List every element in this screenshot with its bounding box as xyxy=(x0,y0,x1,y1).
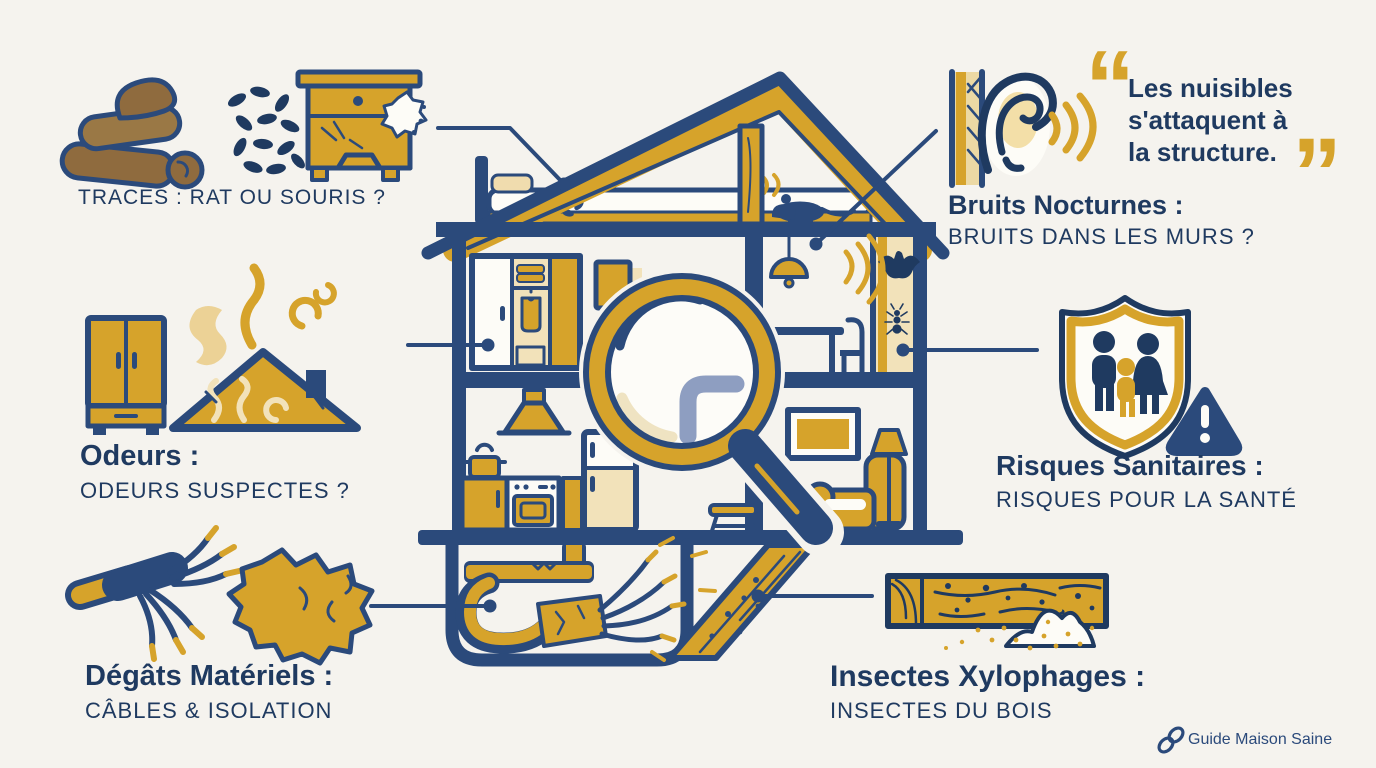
cooking-pot-icon xyxy=(462,442,507,479)
leader-bruits xyxy=(814,129,938,246)
quote-close-mark: ” xyxy=(1292,118,1342,230)
quote-line-1: Les nuisibles xyxy=(1128,73,1293,103)
gnawed-nightstand-icon xyxy=(295,69,428,182)
picture-frame-icon xyxy=(785,407,861,461)
basement-pipes xyxy=(455,543,594,654)
ear-on-wall-icon xyxy=(949,69,1057,188)
droppings-icon xyxy=(59,77,205,190)
risques-subtitle: RISQUES POUR LA SANTÉ xyxy=(996,487,1297,512)
chewed-cable-icon xyxy=(65,525,242,662)
wardrobe-icon xyxy=(85,315,167,435)
leader-traces xyxy=(436,126,564,184)
degats-subtitle: CÂBLES & ISOLATION xyxy=(85,698,333,723)
risques-title: Risques Sanitaires : xyxy=(996,450,1264,481)
traces-label: TRACES : RAT OU SOURIS ? xyxy=(78,186,386,209)
chair-icon xyxy=(840,317,865,375)
floor-lamp-icon xyxy=(870,428,908,528)
ant-icon xyxy=(884,303,910,335)
sound-waves-icon xyxy=(1048,92,1097,162)
insectes-title: Insectes Xylophages : xyxy=(830,660,1146,693)
quote-line-3: la structure. xyxy=(1128,137,1277,167)
diagonal-wood-beam xyxy=(667,542,817,661)
attic-beam xyxy=(737,123,765,227)
bruits-subtitle: BRUITS DANS LES MURS ? xyxy=(948,224,1255,249)
family-shield-icon xyxy=(1059,295,1191,459)
smelly-roof-icon xyxy=(169,263,361,432)
bruits-title: Bruits Nocturnes : xyxy=(948,190,1184,220)
quote-line-2: s'attaquent à xyxy=(1128,105,1288,135)
odeurs-subtitle: ODEURS SUSPECTES ? xyxy=(80,478,350,503)
gnawed-insulation-icon xyxy=(226,547,375,666)
basement xyxy=(445,536,717,667)
grain-droppings-icon xyxy=(227,86,305,175)
range-hood-icon xyxy=(502,400,566,435)
counter-cabinet xyxy=(459,475,510,533)
quote-open-mark: “ xyxy=(1085,30,1135,142)
sound-waves-wall-icon xyxy=(843,233,886,305)
roof xyxy=(421,71,950,262)
warning-triangle-icon xyxy=(1165,387,1243,456)
closet xyxy=(469,253,583,371)
magnifier-icon xyxy=(579,269,844,556)
insectes-subtitle: INSECTES DU BOIS xyxy=(830,698,1053,723)
odeurs-title: Odeurs : xyxy=(80,440,200,472)
link-icon xyxy=(1157,726,1185,754)
bat-icon xyxy=(878,251,920,279)
chewed-wires xyxy=(536,536,717,662)
pendant-lamp-icon xyxy=(769,235,809,289)
footer-brand-link[interactable]: Guide Maison Saine xyxy=(1188,731,1333,748)
attic-floor xyxy=(436,222,936,237)
degats-title: Dégâts Matériels : xyxy=(85,660,334,692)
stove-icon xyxy=(504,475,562,533)
sawdust-icon xyxy=(944,607,1096,651)
leader-lines xyxy=(369,126,1039,613)
